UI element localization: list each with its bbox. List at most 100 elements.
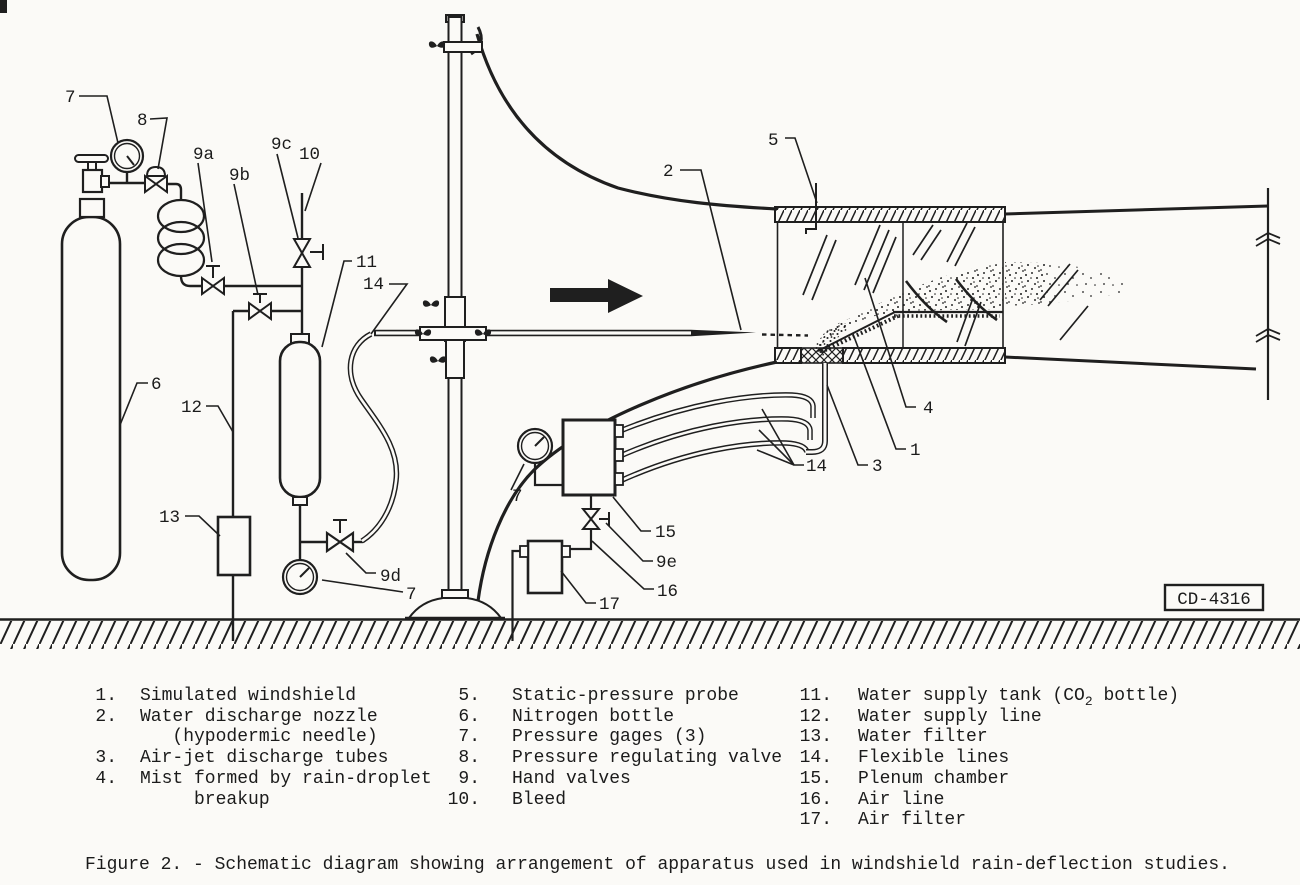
air-filter-assembly	[511, 539, 571, 641]
legend-text: Water filter	[858, 727, 988, 748]
legend-text-pre: Water supply tank (CO	[858, 686, 1085, 706]
legend-number: 1.	[95, 686, 117, 706]
mist-and-windshield	[812, 262, 1124, 356]
part-label-nitrogen: 6	[151, 375, 162, 395]
pressure-gage-1	[109, 138, 145, 183]
static-pressure-probe	[805, 183, 817, 234]
flexible-lines-right	[618, 392, 816, 484]
mist-stipple	[816, 263, 1003, 349]
legend-text: Pressure gages (3)	[512, 727, 707, 748]
legend-text: Air filter	[858, 810, 967, 831]
legend-number: 17.	[799, 810, 832, 831]
legend-number: 6.	[458, 706, 480, 727]
legend-column-1: 1.Simulated windshield 2.Water discharge…	[77, 686, 432, 810]
cd-code-box: CD-4316	[1163, 583, 1265, 612]
legend-item-15: 15.Plenum chamber	[792, 769, 1179, 790]
part-label-valve-9e: 9e	[656, 553, 677, 573]
part-label-regulator: 8	[137, 111, 148, 131]
legend-item-14: 14. Flexible lines	[792, 748, 1179, 769]
part-label-valve-9b: 9b	[229, 166, 250, 186]
flexible-line-left	[347, 331, 400, 544]
legend-text: Flexible lines	[858, 748, 1010, 769]
test-section-bottom-wall	[842, 347, 1006, 364]
legend-number: 4.	[95, 768, 117, 789]
part-label-flex-right: 14	[806, 457, 827, 477]
coil-tube	[156, 198, 206, 278]
air-jet-streaks	[904, 278, 998, 324]
bleed-and-valves	[216, 193, 324, 641]
part-label-nozzle: 2	[663, 162, 674, 182]
legend-item-7: 7. Pressure gages (3)	[440, 727, 782, 748]
legend-item-16: 16. Air line	[792, 790, 1179, 811]
plenum-chamber	[561, 418, 617, 497]
legend-number: 13.	[799, 727, 832, 748]
legend-number: 15.	[799, 768, 832, 789]
legend-number: 14.	[799, 748, 832, 769]
legend-text: Mist formed by rain-droplet breakup	[140, 768, 432, 810]
legend-number: 5.	[458, 686, 480, 706]
hand-valve-9d	[325, 519, 355, 554]
nitrogen-bottle-assembly	[60, 138, 302, 582]
air-line	[569, 529, 593, 551]
part-label-bleed: 10	[299, 145, 320, 165]
legend-number: 7.	[458, 727, 480, 748]
pressure-regulating-valve	[144, 165, 168, 194]
part-label-air-filter: 17	[599, 595, 620, 615]
hand-valve-9b	[248, 293, 272, 321]
legend-item-4: 4. Mist formed by rain-droplet breakup	[77, 768, 432, 810]
stand-base	[407, 597, 503, 619]
hand-valve-9a	[201, 265, 225, 296]
legend-number: 11.	[799, 686, 832, 706]
legend-item-11: 11. Water supply tank (CO2 bottle)	[792, 686, 1179, 708]
part-label-tank: 11	[356, 253, 377, 273]
cd-code-label: CD-4316	[1177, 590, 1251, 610]
legend-text: Air line	[858, 789, 945, 810]
schematic-diagram: CD-4316 7 8 9a 9b 9c 10	[0, 0, 1300, 649]
legend-text: Water supply line	[858, 706, 1042, 727]
pressure-gage-2	[281, 558, 319, 596]
air-filter	[526, 539, 564, 595]
legend-item-10: 10. Bleed	[440, 790, 782, 811]
legend-text: Air-jet discharge tubes	[140, 748, 389, 769]
part-label-gage-tank: 7	[406, 585, 417, 605]
legend-item-9: 9.Hand valves	[440, 769, 782, 790]
part-label-water-filter: 13	[159, 508, 180, 528]
legend-item-12: 12.Water supply line	[792, 707, 1179, 728]
flow-direction-arrow	[550, 279, 643, 313]
part-labels: 7 8 9a 9b 9c 10 11 14 6 12 13 9d 7 2 5 7…	[65, 88, 934, 615]
nitrogen-bottle	[60, 215, 122, 582]
legend-text: Hand valves	[512, 768, 631, 789]
part-label-mist: 4	[923, 399, 934, 419]
pressure-gage-3	[516, 427, 554, 465]
part-label-supply-line: 12	[181, 398, 202, 418]
wing-nuts	[414, 41, 492, 363]
hand-valve-9c	[292, 238, 324, 268]
water-filter	[216, 515, 252, 577]
legend-text: Static-pressure probe	[512, 686, 739, 706]
legend-text: Pressure regulating valve	[512, 748, 783, 769]
break-marks	[1255, 231, 1281, 343]
water-supply-tank	[278, 340, 322, 499]
bellmouth-contraction	[475, 33, 778, 602]
legend-text: Nitrogen bottle	[512, 706, 675, 727]
scan-corner-mark	[0, 0, 7, 13]
leader-lines	[79, 95, 916, 604]
part-label-air-tubes: 3	[872, 457, 883, 477]
legend-text: Simulated windshield	[140, 686, 357, 706]
mist-diffuser-fade	[1045, 263, 1124, 304]
legend-column-3: 11. Water supply tank (CO2 bottle) 12.Wat…	[792, 686, 1179, 831]
legend-item-13: 13. Water filter	[792, 727, 1179, 748]
legend-number: 10.	[447, 789, 480, 810]
test-section	[774, 183, 1089, 364]
ground	[0, 618, 1300, 649]
legend-text: Water supply tank (CO2 bottle)	[858, 686, 1179, 708]
hand-valve-9e	[569, 495, 610, 551]
legend-number: 16.	[799, 789, 832, 810]
legend-text: Bleed	[512, 789, 567, 810]
test-section-top-wall	[774, 206, 1006, 223]
legend-item-5: 5. Static-pressure probe	[440, 686, 782, 707]
part-label-gage-top: 7	[65, 88, 76, 108]
ring-stand	[405, 14, 505, 620]
legend-item-1: 1. Simulated windshield	[77, 686, 432, 707]
legend-item-8: 8.Pressure regulating valve	[440, 748, 782, 769]
